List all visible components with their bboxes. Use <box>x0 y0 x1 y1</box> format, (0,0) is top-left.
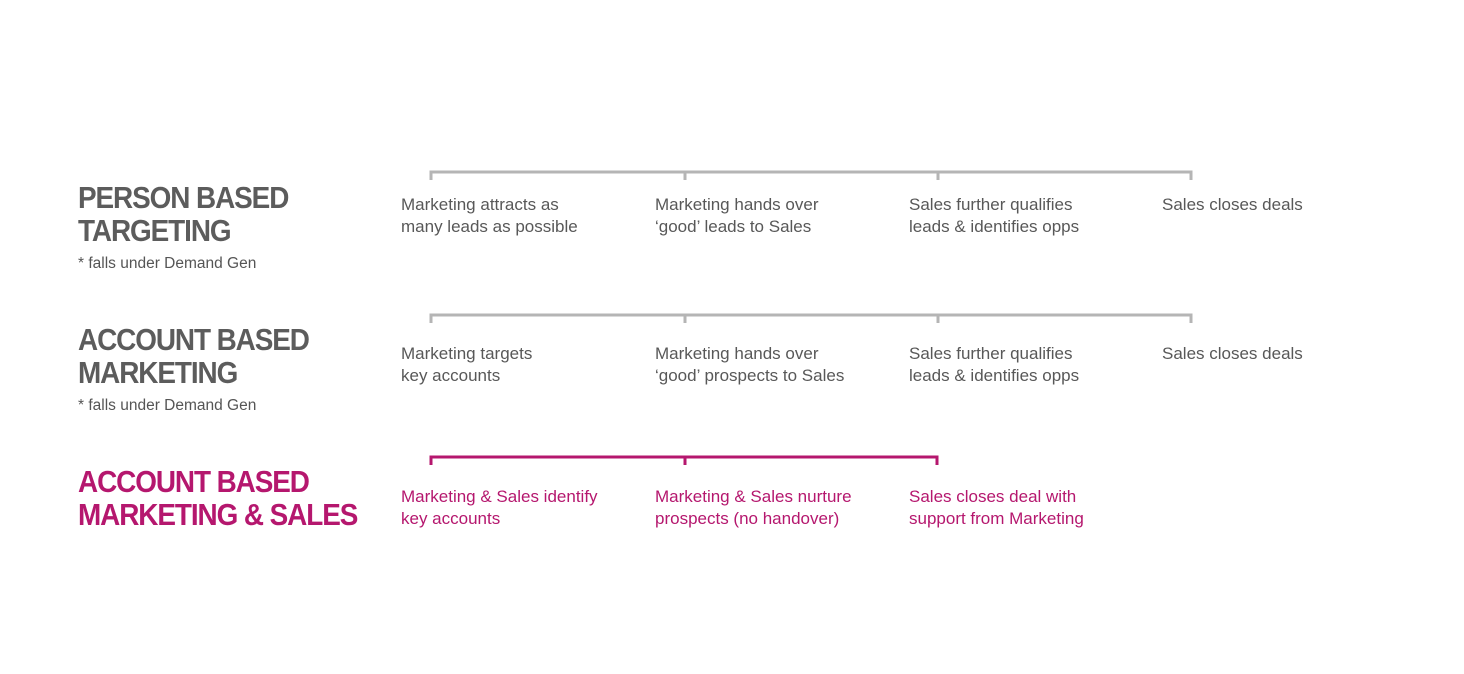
step-2: Marketing hands over ‘good’ prospects to… <box>655 343 844 386</box>
step-3: Sales closes deal with support from Mark… <box>909 486 1084 529</box>
step-4: Sales closes deals <box>1162 194 1303 216</box>
step-line: ‘good’ leads to Sales <box>655 216 812 236</box>
row-title-line-1: PERSON BASED <box>78 180 289 215</box>
step-2: Marketing & Sales nurture prospects (no … <box>655 486 852 529</box>
timeline-bracket <box>429 170 1193 180</box>
step-line: Marketing & Sales identify <box>401 487 598 506</box>
step-line: leads & identifies opps <box>909 365 1080 385</box>
row-title-line-1: ACCOUNT BASED <box>78 322 310 357</box>
timeline-bracket <box>429 313 1193 323</box>
step-line: Sales closes deals <box>1162 195 1303 214</box>
step-2: Marketing hands over ‘good’ leads to Sal… <box>655 194 818 237</box>
row-title-line-1: ACCOUNT BASED <box>78 464 310 499</box>
step-4: Sales closes deals <box>1162 343 1303 365</box>
step-line: Sales further qualifies <box>909 344 1073 363</box>
step-line: Marketing targets <box>401 344 533 363</box>
step-line: Marketing hands over <box>655 195 819 214</box>
step-line: leads & identifies opps <box>909 216 1080 236</box>
row-note: * falls under Demand Gen <box>78 397 257 414</box>
step-3: Sales further qualifies leads & identifi… <box>909 343 1079 386</box>
timeline-bracket <box>429 455 939 465</box>
step-3: Sales further qualifies leads & identifi… <box>909 194 1079 237</box>
row-title-line-2: TARGETING <box>78 213 232 248</box>
step-line: Marketing hands over <box>655 344 819 363</box>
step-line: many leads as possible <box>401 216 578 236</box>
step-1: Marketing targets key accounts <box>401 343 532 386</box>
step-line: Marketing attracts as <box>401 195 559 214</box>
row-title: PERSON BASED TARGETING <box>78 180 289 248</box>
step-line: support from Marketing <box>909 508 1084 528</box>
step-line: prospects (no handover) <box>655 508 840 528</box>
row-title: ACCOUNT BASED MARKETING & SALES <box>78 464 358 532</box>
step-line: Sales further qualifies <box>909 195 1073 214</box>
step-line: Marketing & Sales nurture <box>655 487 852 506</box>
step-line: Sales closes deals <box>1162 344 1303 363</box>
step-line: ‘good’ prospects to Sales <box>655 365 845 385</box>
step-line: key accounts <box>401 508 501 528</box>
step-line: Sales closes deal with <box>909 487 1077 506</box>
row-note: * falls under Demand Gen <box>78 255 257 272</box>
row-title-line-2: MARKETING & SALES <box>78 497 358 532</box>
row-title: ACCOUNT BASED MARKETING <box>78 322 310 390</box>
step-1: Marketing & Sales identify key accounts <box>401 486 598 529</box>
step-1: Marketing attracts as many leads as poss… <box>401 194 578 237</box>
row-title-line-2: MARKETING <box>78 355 238 390</box>
step-line: key accounts <box>401 365 501 385</box>
